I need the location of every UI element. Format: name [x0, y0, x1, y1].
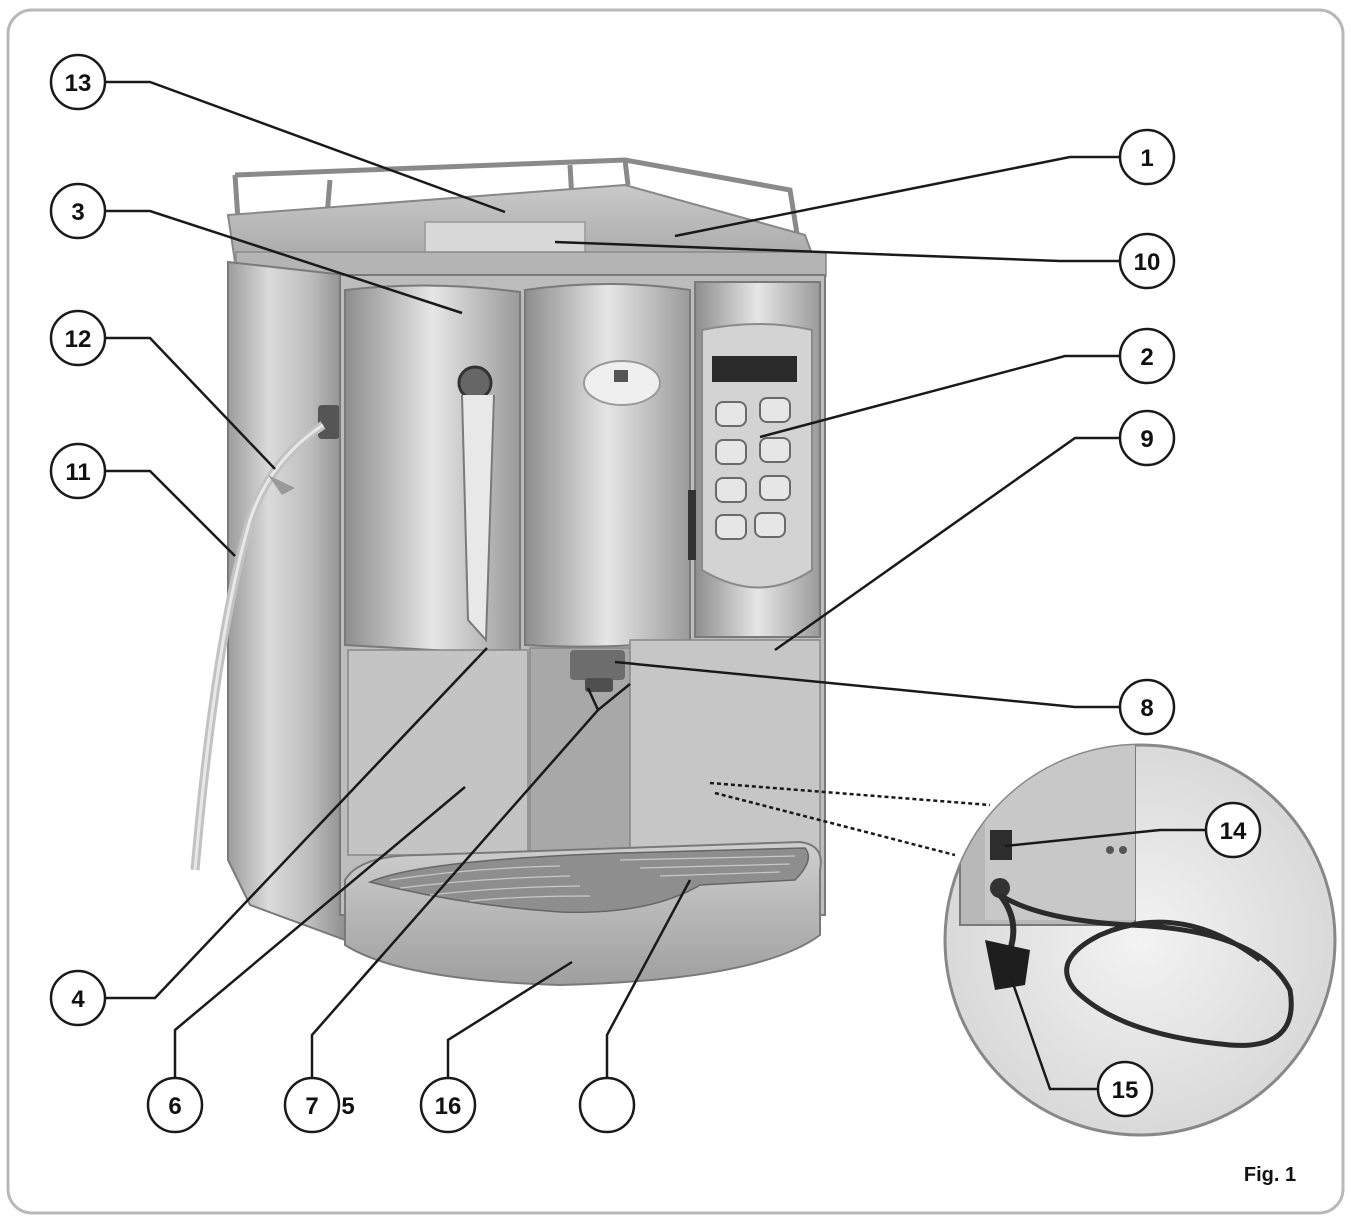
inset-connector-lines: [709, 781, 991, 857]
lower-right-panel: [629, 639, 821, 856]
callout-14: [1204, 801, 1262, 859]
callout-label-2: 2: [1140, 344, 1153, 371]
callout-label-15: 15: [1112, 1077, 1139, 1104]
callout-label-16: 16: [435, 1093, 462, 1120]
callout-6: [146, 1076, 204, 1134]
leader-3: [106, 209, 463, 315]
callout-9: [1118, 409, 1176, 467]
leader-13: [106, 80, 506, 214]
leader-2: [759, 354, 1120, 439]
callout-label-11: 11: [65, 459, 90, 486]
callout-13: [49, 53, 107, 111]
drip-grille: [367, 847, 810, 914]
leader-8: [614, 660, 1120, 709]
callout-label-4: 4: [71, 986, 85, 1013]
leader-11: [106, 469, 236, 557]
brand-badge-mark: [614, 370, 628, 382]
callouts: [49, 53, 1262, 1134]
callout-1: [1118, 128, 1176, 186]
leader-7b: [586, 687, 600, 711]
leader-14: [1004, 828, 1205, 848]
hose-clip: [268, 475, 295, 495]
leader-blank: [605, 879, 692, 1078]
control-panel: [688, 281, 821, 638]
callout-8: [1118, 678, 1176, 736]
callout-15: [1096, 1060, 1154, 1118]
front-panel-center: [524, 283, 691, 648]
extra-label-5: 5: [341, 1093, 354, 1120]
dispense-recess: [529, 647, 631, 859]
hose-connector: [318, 405, 340, 439]
callout-label-6: 6: [168, 1093, 181, 1120]
callout-label-13: 13: [65, 70, 92, 97]
callout-label-9: 9: [1140, 426, 1153, 453]
machine-left-side: [227, 260, 346, 942]
steam-knob: [457, 365, 493, 401]
callout-blank: [578, 1076, 636, 1134]
callout-label-7: 7: [305, 1093, 318, 1120]
callout-4: [49, 969, 107, 1027]
leader-6: [173, 786, 466, 1078]
callout-16: [419, 1076, 477, 1134]
leader-1: [674, 155, 1120, 238]
figure-caption: Fig. 1: [1244, 1164, 1296, 1186]
inset-power-switch: [990, 830, 1012, 860]
coffee-machine-illustration: [226, 157, 827, 987]
brand-badge: [583, 360, 661, 406]
callout-label-1: 1: [1140, 145, 1153, 172]
callout-12: [49, 309, 107, 367]
display-screen: [712, 356, 797, 382]
leader-7: [310, 683, 631, 1078]
callout-label-3: 3: [71, 199, 84, 226]
callout-3: [49, 182, 107, 240]
leader-16: [446, 960, 573, 1078]
dispense-cavity: [347, 649, 529, 856]
callout-2: [1118, 327, 1176, 385]
control-buttons: [715, 397, 791, 540]
callout-labels: 13 1 3 10 12 2 11 9 8 14 4 15 6 7 16: [65, 70, 1247, 1120]
side-slot: [688, 490, 696, 560]
leader-12: [106, 336, 276, 470]
grille-lines: [389, 855, 796, 902]
callout-label-14: 14: [1220, 818, 1247, 845]
inset-power-socket: [990, 878, 1010, 898]
steam-wand: [461, 394, 495, 643]
leader-15: [1008, 974, 1098, 1091]
callout-label-8: 8: [1140, 695, 1153, 722]
leader-10: [554, 240, 1120, 263]
callout-7: [283, 1076, 341, 1134]
callout-10: [1118, 232, 1176, 290]
leader-4: [106, 647, 488, 1000]
callout-11: [49, 442, 107, 500]
front-panel-left: [344, 284, 521, 657]
leader-lines: [106, 80, 1205, 1091]
callout-label-10: 10: [1134, 249, 1161, 276]
leader-9: [774, 436, 1120, 652]
coffee-spout: [570, 650, 625, 680]
callout-label-12: 12: [65, 326, 92, 353]
bean-hopper-lid: [424, 221, 586, 255]
power-cord: [998, 892, 1294, 1048]
power-plug: [985, 940, 1030, 990]
